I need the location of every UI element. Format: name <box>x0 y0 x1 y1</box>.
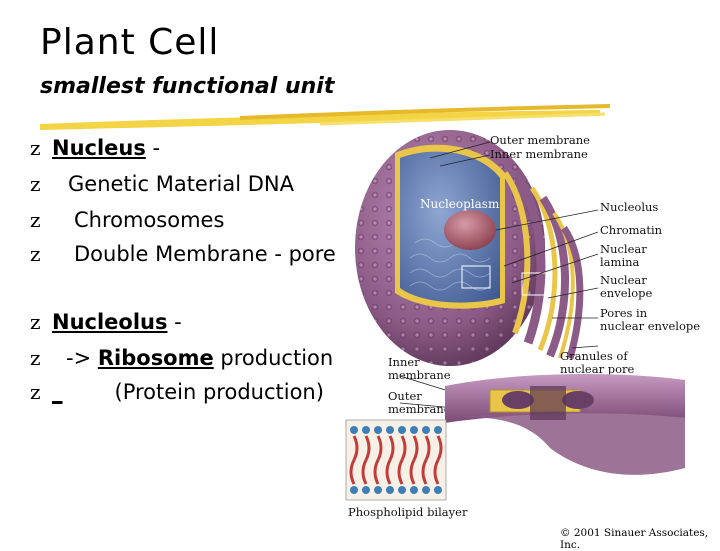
granules-label: Granules of <box>560 349 628 363</box>
nuclear-lamina-label: Nuclear <box>600 242 647 256</box>
pores-label: Pores in <box>600 306 648 320</box>
nuclear-envelope-label: Nuclear <box>600 273 647 287</box>
list-text: (Protein production) <box>114 380 324 404</box>
phospholipid-bilayer-inset: Phospholipid bilayer <box>345 419 468 519</box>
nuclear-envelope-label: envelope <box>600 286 652 300</box>
inner-membrane-detail-label: membrane <box>388 368 451 382</box>
nucleus-term: Nucleus <box>52 136 146 160</box>
slide-subtitle: smallest functional unit <box>40 74 335 99</box>
copyright-notice: © 2001 Sinauer Associates, Inc. <box>560 527 709 551</box>
nucleus-diagram: Nucleoplasm Outer membrane Inner membran… <box>345 130 700 519</box>
chromatin-texture <box>409 238 491 291</box>
bullet-marker: z <box>30 242 41 266</box>
nuclear-lamina-label: lamina <box>600 255 640 269</box>
list-text: - <box>167 310 182 334</box>
nucleolus-term: Nucleolus <box>52 310 168 334</box>
list-text: Double Membrane - pore <box>74 242 336 266</box>
list-text: -> <box>66 346 98 370</box>
outer-membrane-label: Outer membrane <box>490 133 590 147</box>
chromatin-label: Chromatin <box>600 223 663 237</box>
granules-label: nuclear pore <box>560 362 635 376</box>
outer-membrane-detail-label: Outer <box>388 389 422 403</box>
nucleoplasm-label: Nucleoplasm <box>420 197 500 211</box>
highlight-stroke <box>40 104 611 130</box>
phospholipid-bilayer-label: Phospholipid bilayer <box>348 505 468 519</box>
bullet-marker: z <box>30 380 41 404</box>
nucleolus-shape <box>444 210 496 250</box>
bullet-marker: z <box>30 136 41 160</box>
slide-title: Plant Cell <box>40 22 220 63</box>
bullet-marker: z <box>30 172 41 196</box>
bullet-marker: z <box>30 346 41 370</box>
outer-membrane-detail-label: membrane <box>388 402 451 416</box>
bullet-marker: z <box>30 208 41 232</box>
inner-membrane-detail-label: Inner <box>388 355 420 369</box>
bullet-marker: z <box>30 310 41 334</box>
pores-label: nuclear envelope <box>600 319 700 333</box>
inner-membrane-label: Inner membrane <box>490 147 588 161</box>
blank-line: _ <box>52 380 63 404</box>
ribosome-term: Ribosome <box>97 346 214 370</box>
list-text: production <box>213 346 334 370</box>
list-text: Chromosomes <box>74 208 225 232</box>
list-text: - <box>145 136 161 160</box>
nuclear-pore-detail <box>445 374 685 475</box>
nucleolus-label: Nucleolus <box>600 200 658 214</box>
list-text: Genetic Material DNA <box>68 172 294 196</box>
nucleus-sphere: Nucleoplasm <box>355 130 584 366</box>
